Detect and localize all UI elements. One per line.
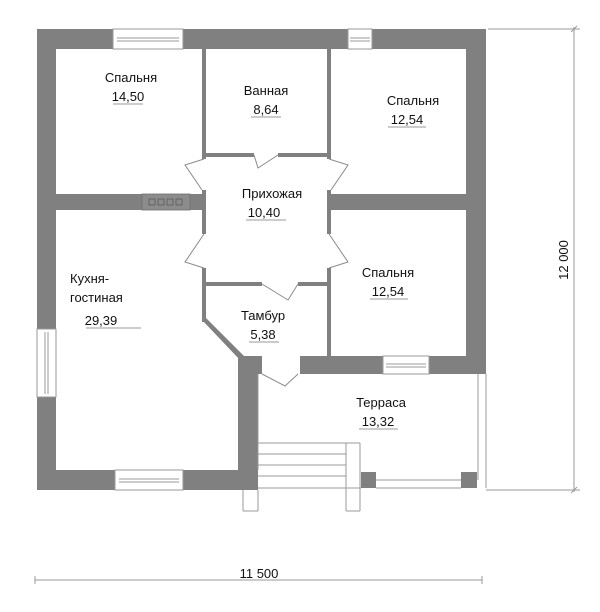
room-name: Спальня <box>387 93 439 108</box>
room-area: 5,38 <box>250 327 275 342</box>
room-area: 14,50 <box>112 89 145 104</box>
window-bottom <box>114 469 184 491</box>
room-bedroom-2: Спальня 12,54 <box>387 93 439 128</box>
door-tambur <box>261 283 299 301</box>
windows <box>36 28 430 491</box>
doors <box>184 154 349 387</box>
door-entrance <box>261 373 299 387</box>
width-dimension-label: 11 500 <box>240 566 279 581</box>
dimension-height: 12 000 <box>486 25 580 494</box>
room-vestibule: Тамбур 5,38 <box>241 308 285 343</box>
door-bedroom-3 <box>328 233 349 269</box>
exterior-walls <box>37 29 486 490</box>
room-name: Спальня <box>105 70 157 85</box>
window-top-left <box>112 28 184 50</box>
room-terrace: Терраса 13,32 <box>356 395 407 430</box>
room-area: 12,54 <box>372 284 405 299</box>
door-bathroom <box>253 154 279 169</box>
room-name: Ванная <box>244 83 289 98</box>
room-name: Терраса <box>356 395 407 410</box>
door-bedroom-2 <box>328 158 349 191</box>
room-area: 12,54 <box>391 112 424 127</box>
room-name: Спальня <box>362 265 414 280</box>
room-area: 13,32 <box>362 414 395 429</box>
stairs <box>242 442 361 512</box>
room-name-line-1: Кухня- <box>70 271 109 286</box>
window-left <box>36 328 57 398</box>
room-name: Прихожая <box>242 186 302 201</box>
terrace-outline <box>257 374 487 489</box>
room-area: 29,39 <box>85 313 118 328</box>
window-bedroom-3 <box>382 355 430 375</box>
room-bedroom-3: Спальня 12,54 <box>362 265 414 300</box>
room-bathroom: Ванная 8,64 <box>244 83 289 118</box>
window-top-right <box>347 28 373 50</box>
room-name: Тамбур <box>241 308 285 323</box>
ventilation-block <box>141 193 191 211</box>
room-area: 8,64 <box>253 102 278 117</box>
room-area: 10,40 <box>248 205 281 220</box>
room-name-line-2: гостиная <box>70 290 123 305</box>
door-bedroom-1 <box>184 158 205 191</box>
tambur-diagonal-wall <box>202 318 246 360</box>
room-bedroom-1: Спальня 14,50 <box>105 70 157 105</box>
height-dimension-label: 12 000 <box>556 240 571 280</box>
door-kitchen <box>184 233 205 269</box>
dimension-width: 11 500 <box>34 566 483 584</box>
room-kitchen-living: Кухня- гостиная 29,39 <box>70 271 141 329</box>
room-hallway: Прихожая 10,40 <box>242 186 302 221</box>
